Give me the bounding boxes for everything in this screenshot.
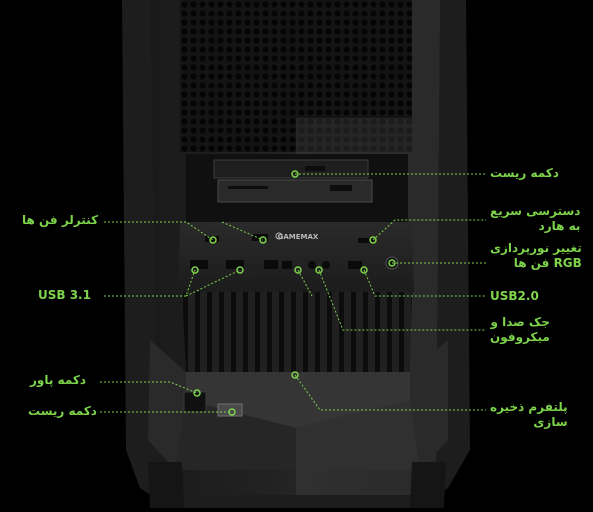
label-quick-hdd-line1: دسترسی سریع: [490, 204, 581, 218]
label-usb3: USB 3.1: [38, 288, 91, 302]
label-audio-line2: میکروفون: [490, 330, 550, 344]
label-quick-hdd: دسترسی سریع به هارد: [490, 204, 580, 234]
callout-lines: [100, 173, 486, 413]
label-storage-line1: پلتفرم ذخیره: [490, 400, 568, 414]
label-quick-hdd-line2: به هارد: [538, 219, 581, 233]
io-panel: GAMEMAX: [178, 222, 414, 292]
label-reset-top: دکمه ریست: [490, 166, 559, 180]
case-feet: [148, 462, 446, 508]
mic-jack-icon[interactable]: [322, 261, 330, 269]
usb2-port-2[interactable]: [348, 261, 362, 269]
label-power: دکمه پاور: [30, 373, 87, 387]
label-audio: جک صدا و میکروفون: [490, 315, 550, 345]
case-brand-logo: GAMEMAX: [278, 233, 319, 241]
callout-markers: [191, 170, 396, 416]
top-mesh: [180, 0, 412, 152]
usb3-port-2[interactable]: [226, 260, 244, 269]
front-vents: [182, 292, 412, 372]
audio-jack-icon[interactable]: [308, 261, 316, 269]
label-storage-line2: سازی: [533, 415, 568, 429]
usb3-port-1[interactable]: [190, 260, 208, 269]
lower-front: [148, 340, 448, 470]
label-rgb-line2: RGB فن ها: [513, 256, 582, 270]
label-storage: پلتفرم ذخیره سازی: [490, 400, 568, 430]
label-rgb: تغییر نورپردازی RGB فن ها: [490, 241, 582, 271]
label-usb2: USB2.0: [490, 289, 539, 303]
usb2-port-1[interactable]: [282, 261, 292, 269]
label-fan-controller: کنترلر فن ها: [22, 213, 99, 227]
label-rgb-line1: تغییر نورپردازی: [490, 241, 582, 255]
optical-bay: [186, 154, 408, 224]
logo-icon: [275, 232, 283, 240]
label-audio-line1: جک صدا و: [490, 315, 550, 329]
label-reset-bottom: دکمه ریست: [28, 404, 97, 418]
